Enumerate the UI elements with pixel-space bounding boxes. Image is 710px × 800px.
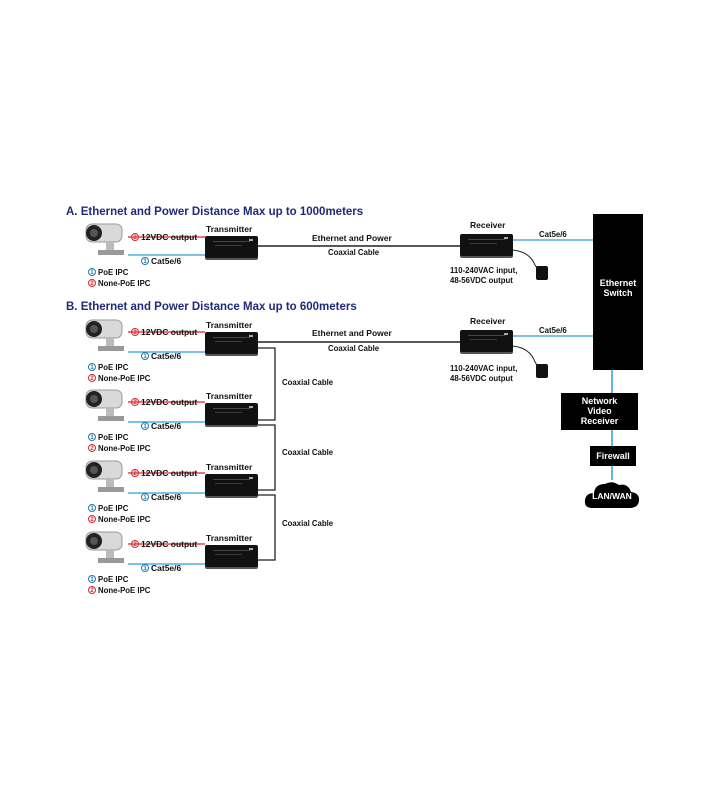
nvr-label-3: Receiver <box>580 416 619 426</box>
power-adapter-icon <box>536 266 548 280</box>
transmitter-label-b3: Transmitter <box>206 462 253 472</box>
marker-1: 1 <box>88 504 96 512</box>
receiver-cat-label-b: Cat5e/6 <box>539 326 567 335</box>
camera-a <box>80 222 130 255</box>
receiver-power-cord-b <box>512 345 541 371</box>
switch-label-2: Switch <box>603 288 633 298</box>
marker-1: 1 <box>141 352 149 360</box>
marker-1: 1 <box>88 268 96 276</box>
transmitter-b3 <box>205 474 258 496</box>
receiver-power-cord-a <box>512 249 541 273</box>
power-adapter-icon <box>536 364 548 378</box>
transmitter-a <box>205 236 258 258</box>
marker-1: 1 <box>141 257 149 265</box>
camera-icon <box>85 389 124 421</box>
lan-wan-cloud: LAN/WAN <box>582 478 642 512</box>
chain-line-2 <box>258 424 276 491</box>
marker-2: 2 <box>131 233 139 241</box>
receiver-power-b-1: 110-240VAC input, <box>450 364 518 373</box>
ethernet-switch: Ethernet Switch <box>593 214 643 370</box>
camera-b1 <box>80 318 130 351</box>
nvr-label-2: Video <box>587 406 612 416</box>
marker-2: 2 <box>88 374 96 382</box>
transmitter-label-b4: Transmitter <box>206 533 253 543</box>
transmitter-b2 <box>205 403 258 425</box>
nvr-label-1: Network <box>581 396 618 406</box>
network-video-receiver: Network Video Receiver <box>561 393 638 430</box>
transmitter-label-a: Transmitter <box>206 224 253 234</box>
cloud-icon <box>584 482 640 508</box>
link-label-a: Ethernet and Power <box>312 233 392 243</box>
marker-2: 2 <box>88 444 96 452</box>
section-b-title: B. Ethernet and Power Distance Max up to… <box>66 301 357 313</box>
marker-1: 1 <box>141 493 149 501</box>
marker-1: 1 <box>88 363 96 371</box>
section-a-title: A. Ethernet and Power Distance Max up to… <box>66 206 364 218</box>
camera-b2 <box>80 388 130 421</box>
marker-1: 1 <box>141 422 149 430</box>
receiver-power-a-2: 48-56VDC output <box>450 276 513 285</box>
cloud-label: LAN/WAN <box>592 491 632 501</box>
camera-icon <box>85 460 124 492</box>
marker-1: 1 <box>88 575 96 583</box>
transmitter-b4 <box>205 545 258 567</box>
transmitter-label-b2: Transmitter <box>206 391 253 401</box>
marker-2: 2 <box>131 398 139 406</box>
receiver-label-a: Receiver <box>470 220 506 230</box>
receiver-power-a-1: 110-240VAC input, <box>450 266 518 275</box>
marker-2: 2 <box>131 540 139 548</box>
marker-1: 1 <box>88 433 96 441</box>
camera-b3 <box>80 459 130 492</box>
chain-label-3: Coaxial Cable <box>282 519 334 528</box>
receiver-power-b-2: 48-56VDC output <box>450 374 513 383</box>
marker-2: 2 <box>88 586 96 594</box>
coax-label-b: Coaxial Cable <box>328 344 380 353</box>
receiver-cat-label-a: Cat5e/6 <box>539 230 567 239</box>
marker-2: 2 <box>88 279 96 287</box>
marker-2: 2 <box>131 469 139 477</box>
receiver-b <box>460 330 513 352</box>
receiver-label-b: Receiver <box>470 316 506 326</box>
chain-label-1: Coaxial Cable <box>282 378 334 387</box>
receiver-a <box>460 234 513 256</box>
marker-2: 2 <box>88 515 96 523</box>
marker-1: 1 <box>141 564 149 572</box>
marker-2: 2 <box>131 328 139 336</box>
camera-icon <box>85 319 124 351</box>
firewall-box: Firewall <box>590 446 636 466</box>
transmitter-label-b1: Transmitter <box>206 320 253 330</box>
camera-b4 <box>80 530 130 563</box>
chain-label-2: Coaxial Cable <box>282 448 334 457</box>
coax-label-a: Coaxial Cable <box>328 248 380 257</box>
chain-line-3 <box>258 494 276 561</box>
camera-icon <box>85 531 124 563</box>
firewall-label: Firewall <box>596 451 630 461</box>
transmitter-b1 <box>205 332 258 354</box>
switch-label-1: Ethernet <box>599 278 637 288</box>
chain-line-1 <box>258 347 276 421</box>
camera-icon <box>85 223 124 255</box>
link-label-b: Ethernet and Power <box>312 328 392 338</box>
